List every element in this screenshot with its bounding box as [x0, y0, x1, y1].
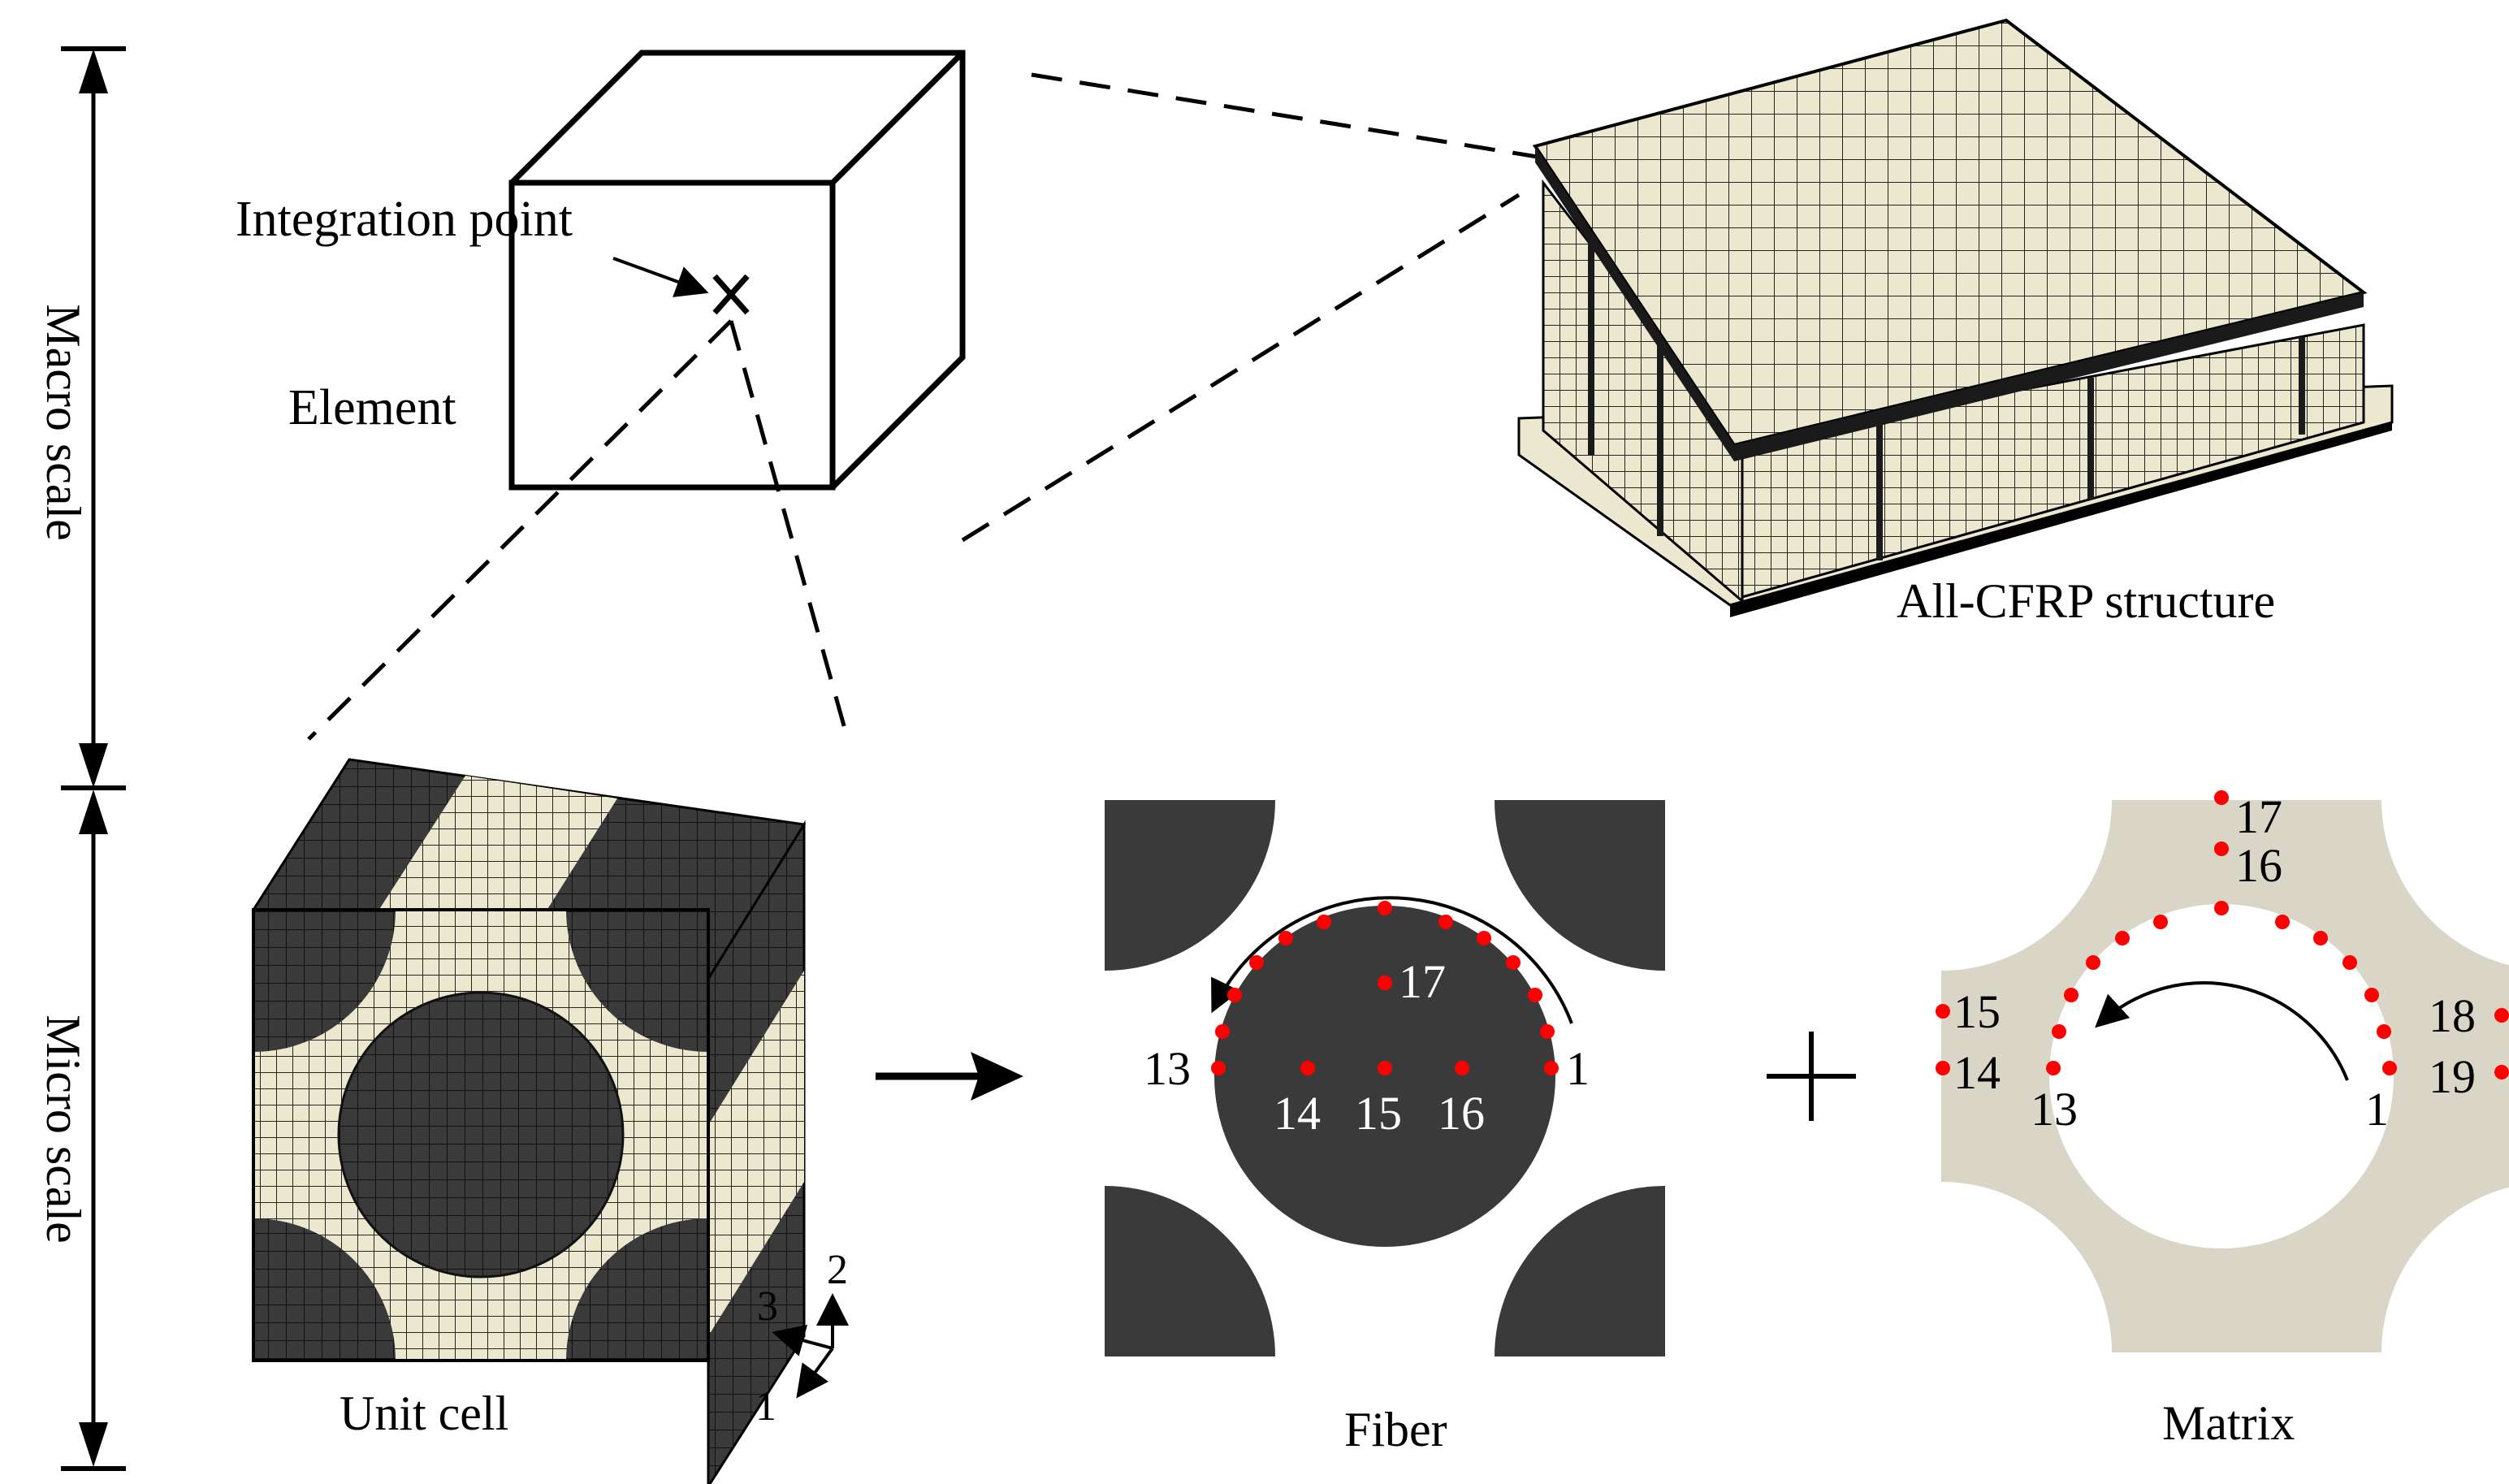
fiber-point-17: 17 — [1399, 955, 1446, 1008]
matrix-point-13: 13 — [2031, 1083, 2078, 1136]
fiber-point-1: 1 — [1566, 1042, 1590, 1095]
axis-3-label: 3 — [757, 1283, 778, 1330]
integration-point-label: Integration point — [236, 192, 573, 247]
fiber-point-16: 16 — [1438, 1087, 1485, 1140]
unit-cell-to-fiber-arrow — [876, 1052, 1023, 1101]
matrix-label: Matrix — [2162, 1396, 2295, 1450]
fiber-point-14: 14 — [1274, 1087, 1321, 1140]
plus-sign — [1767, 1032, 1856, 1121]
matrix-point-16: 16 — [2235, 839, 2282, 892]
scale-bar: Macro scale Micro scale — [37, 46, 126, 1471]
matrix-point-17: 17 — [2235, 790, 2282, 843]
matrix-point-19: 19 — [2429, 1050, 2476, 1103]
axis-2-label: 2 — [827, 1247, 848, 1293]
axis-1-label: 1 — [755, 1383, 776, 1430]
matrix-point-15: 15 — [1953, 985, 2001, 1038]
element-label: Element — [288, 380, 456, 435]
fiber-panel: 1 13 14 15 16 17 — [1105, 800, 1665, 1356]
matrix-point-1: 1 — [2365, 1083, 2389, 1136]
cfrp-structure — [1517, 18, 2394, 617]
matrix-point-18: 18 — [2429, 989, 2476, 1042]
element-cube — [508, 50, 966, 491]
unit-cell-label: Unit cell — [340, 1387, 508, 1440]
integration-point-arrow — [612, 257, 709, 297]
zoom-dashed-lines — [307, 72, 1548, 744]
matrix-point-14: 14 — [1953, 1046, 2001, 1099]
fiber-point-15: 15 — [1355, 1087, 1402, 1140]
micro-scale-label: Micro scale — [37, 1015, 90, 1244]
fiber-point-13: 13 — [1144, 1042, 1191, 1095]
matrix-panel: 1 13 14 15 16 17 18 19 — [1936, 790, 2509, 1352]
integration-point-marker — [712, 274, 750, 315]
structure-label: All-CFRP structure — [1897, 574, 2275, 628]
unit-cell — [251, 758, 807, 1484]
macro-scale-label: Macro scale — [37, 304, 90, 541]
coordinate-axes — [772, 1293, 849, 1399]
fiber-label: Fiber — [1344, 1403, 1447, 1456]
